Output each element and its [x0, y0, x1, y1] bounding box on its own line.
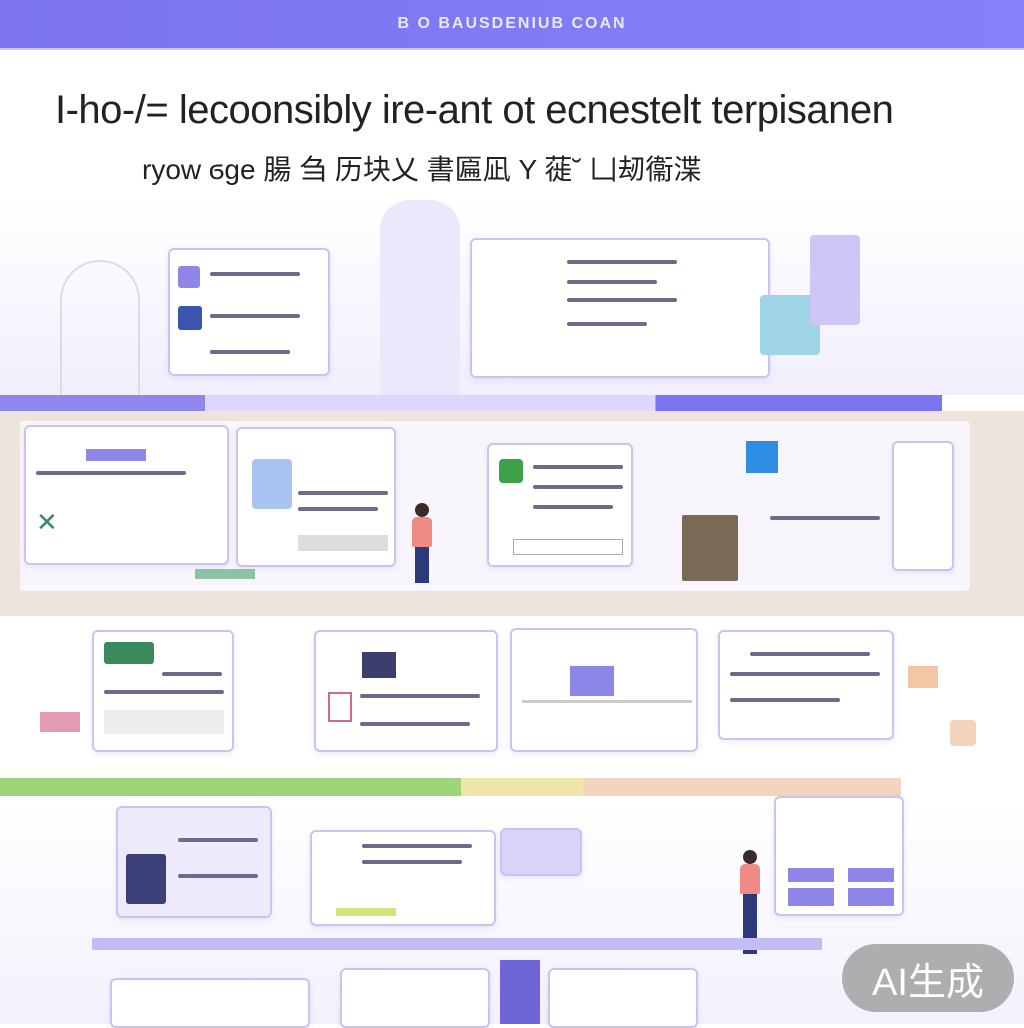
feature-card [548, 968, 698, 1028]
page-title: I-ho-/= lecoonsibly ire-ant ot ecnestelt… [55, 88, 894, 132]
feature-card [310, 830, 496, 926]
feature-card [314, 630, 498, 752]
feature-card: ✕ [24, 425, 229, 565]
blue-square [746, 441, 778, 473]
feature-card [110, 978, 310, 1028]
feature-card [718, 630, 894, 740]
top-banner: B O BAUSDENIUB COAN [0, 0, 1024, 50]
tower-shape [60, 260, 140, 400]
feature-card [510, 628, 698, 752]
leaf-icon: ✕ [36, 507, 58, 537]
divider-strip [0, 395, 1024, 411]
hero-illustration [0, 200, 1024, 400]
shelf-illustration [682, 515, 738, 581]
color-strip [0, 778, 1024, 796]
page-subtitle: ryow ϭɡe 腸 刍 历块乂 書匾凪 Y 蓰˘ 凵刼衞渫 [142, 154, 702, 185]
feature-card [892, 441, 954, 571]
feature-card [500, 828, 582, 876]
feature-card [92, 630, 234, 752]
person-illustration [412, 503, 432, 583]
ai-generated-badge: AI生成 [842, 944, 1014, 1012]
feature-band-3 [0, 796, 1024, 1028]
brand-text: B O BAUSDENIUB COAN [397, 15, 627, 32]
feature-card [116, 806, 272, 918]
hero-card-main [470, 238, 770, 378]
building-shape [380, 200, 460, 400]
feature-card [340, 968, 490, 1028]
feature-card [774, 796, 904, 916]
hero-card-left [168, 248, 330, 376]
feature-card [236, 427, 396, 567]
feature-band-1: ✕ [0, 411, 1024, 616]
box-shape [810, 235, 860, 325]
feature-band-2 [0, 620, 1024, 775]
feature-card [487, 443, 633, 567]
